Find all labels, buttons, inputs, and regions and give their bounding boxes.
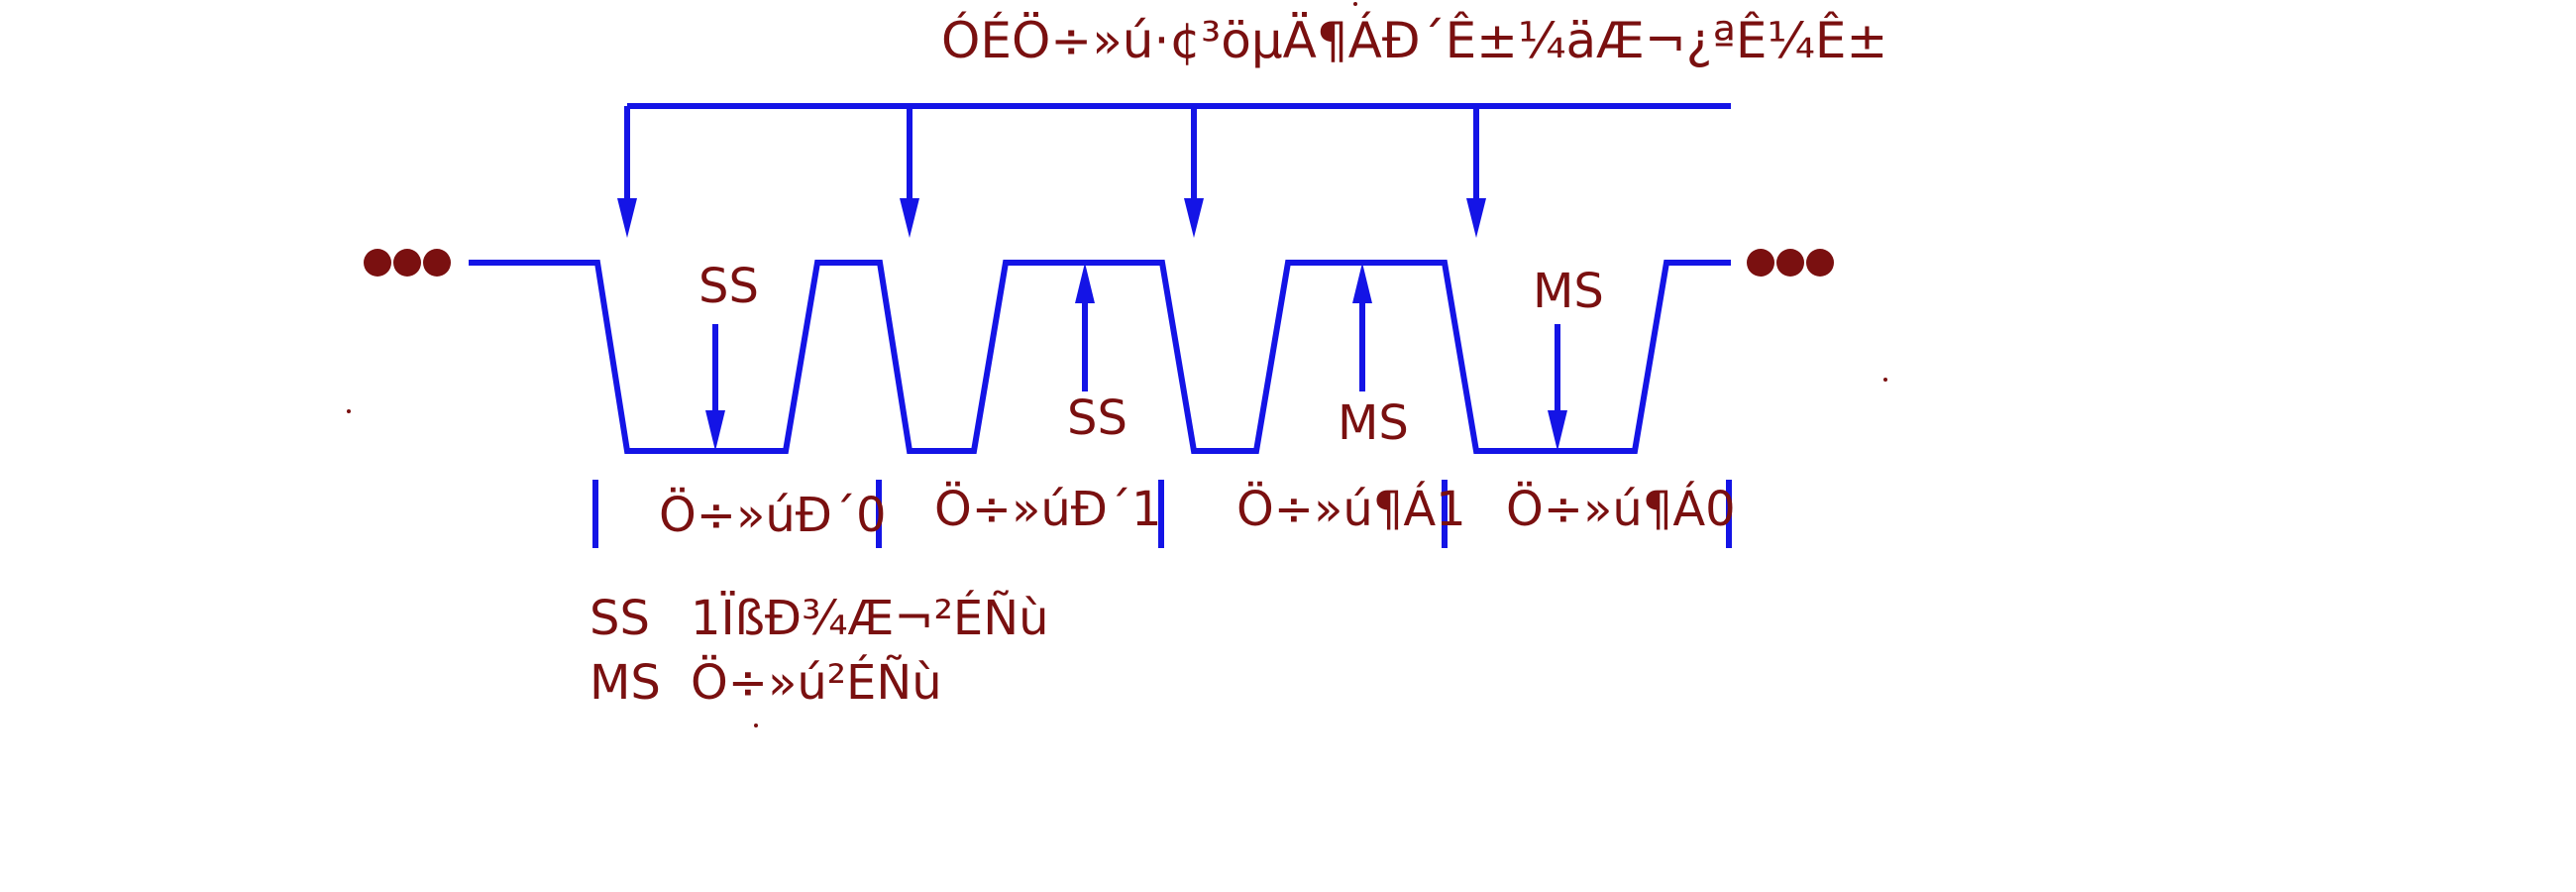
legend-text-ss: 1ÏßÐ¾Æ¬²ÉÑù [691,590,1049,646]
timeslot-start-arrows [617,106,1486,238]
bus-waveform [469,260,1731,454]
slot-label-write-0: Ö÷»úÐ´0 [659,488,887,543]
arrow-head [1548,410,1567,451]
arrow-head [617,198,637,238]
arrow-head [1075,263,1095,303]
ss-label: SS [698,259,759,314]
ellipsis-dot [364,249,391,277]
arrow-head [1466,198,1486,238]
arrow-head [705,410,725,451]
ellipsis-dot [1806,249,1834,277]
legend-text-ms: Ö÷»ú²ÉÑù [691,654,942,711]
ellipsis-dot [1747,249,1774,277]
slot-label-read-0: Ö÷»ú¶Á0 [1506,481,1736,537]
arrow-head [1184,198,1204,238]
legend-key-ms: MS [590,655,661,711]
slot-boundaries [592,480,1732,548]
ellipsis-left [364,249,451,277]
arrow-head [900,198,919,238]
slot-label-read-1: Ö÷»ú¶Á1 [1236,481,1466,537]
ms-label: MS [1533,264,1604,319]
stray-speck [347,409,351,413]
legend-key-ss: SS [590,591,650,646]
ellipsis-dot [423,249,451,277]
slot-label-write-1: Ö÷»úÐ´1 [934,482,1162,537]
legend: SS 1ÏßÐ¾Æ¬²ÉÑù MS Ö÷»ú²ÉÑù [590,590,1049,711]
ms-label: MS [1338,395,1409,451]
ellipsis-dot [1776,249,1804,277]
ss-label: SS [1067,390,1127,446]
ellipsis-dot [393,249,421,277]
arrow-head [1352,263,1372,303]
stray-speck [1883,378,1887,382]
stray-speck [754,724,758,727]
ellipsis-right [1747,249,1834,277]
stray-speck [1353,2,1357,6]
diagram-title: ÓÉÖ÷»ú·¢³öµÄ¶ÁÐ´Ê±¼äÆ¬¿ªÊ¼Ê± [941,11,1887,69]
